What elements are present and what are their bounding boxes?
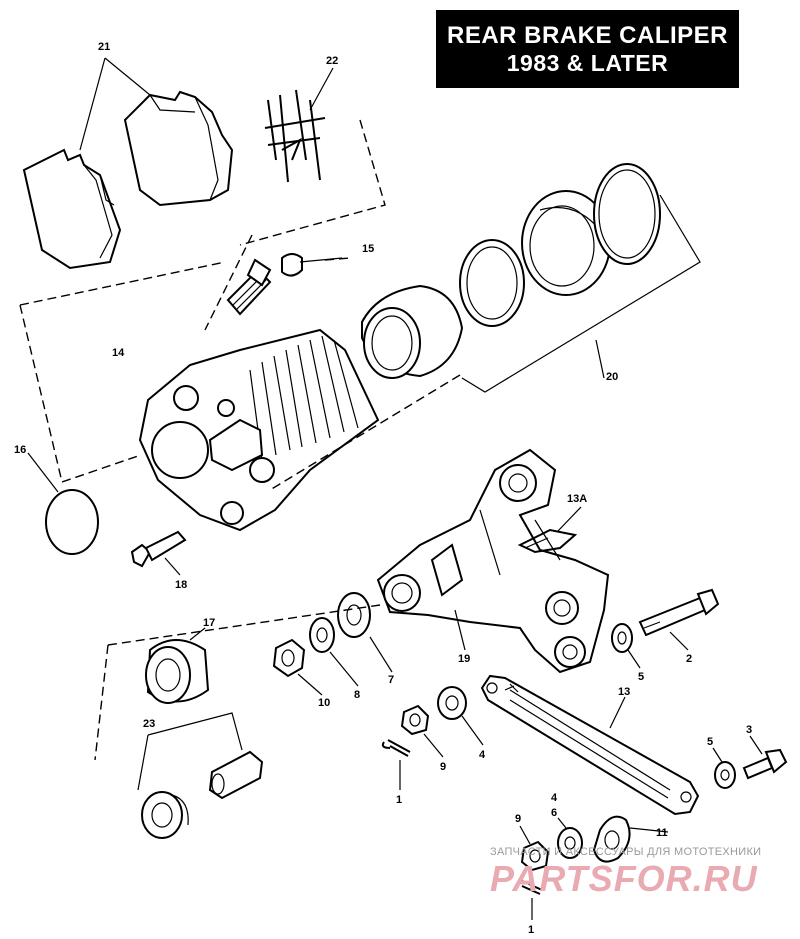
caliper-housing xyxy=(138,328,380,532)
hex-nut xyxy=(272,638,306,678)
mounting-bracket xyxy=(376,448,610,674)
callout-23: 23 xyxy=(143,718,155,730)
flat-washer-6 xyxy=(557,827,583,859)
callout-5b: 5 xyxy=(707,736,713,748)
castle-nut-9b xyxy=(520,840,550,872)
callout-2: 2 xyxy=(686,653,692,665)
callout-16: 16 xyxy=(14,444,26,456)
brake-pad-left xyxy=(22,148,122,270)
title-line-2: 1983 & LATER xyxy=(506,50,669,76)
bracket-clip xyxy=(517,528,578,554)
washer-5b xyxy=(714,761,736,789)
callout-13a: 13A xyxy=(567,493,587,505)
callout-22: 22 xyxy=(326,55,338,67)
callout-13: 13 xyxy=(618,686,630,698)
callout-1a: 1 xyxy=(396,794,402,806)
callout-20: 20 xyxy=(606,371,618,383)
callout-7: 7 xyxy=(388,674,394,686)
brake-line-fitting xyxy=(208,750,264,800)
callout-4b: 4 xyxy=(551,792,558,804)
bleeder-valve xyxy=(226,253,303,316)
callout-8: 8 xyxy=(354,689,360,701)
callout-11: 11 xyxy=(656,827,668,839)
mounting-bolt xyxy=(638,588,720,637)
washer-5a xyxy=(611,623,633,653)
piston-seal xyxy=(459,239,525,327)
flat-washer-7 xyxy=(337,592,371,638)
title-line-1: REAR BRAKE CALIPER xyxy=(446,22,728,49)
callout-4a: 4 xyxy=(479,749,486,761)
callout-17: 17 xyxy=(203,617,215,629)
pad-retainer-clip xyxy=(264,89,326,183)
callout-21: 21 xyxy=(98,41,110,53)
bushing xyxy=(145,639,210,704)
retaining-ring xyxy=(593,163,661,265)
grommet xyxy=(141,791,189,839)
piston xyxy=(361,284,464,379)
diagram-title-box: REAR BRAKE CALIPER 1983 & LATER xyxy=(436,10,739,88)
callout-5a: 5 xyxy=(638,671,644,683)
callout-9b: 9 xyxy=(515,813,521,825)
torque-arm xyxy=(480,674,700,816)
caliper-pin-bolt xyxy=(130,530,187,568)
cotter-pin-1b xyxy=(519,879,543,895)
callout-1b: 1 xyxy=(528,924,534,936)
cotter-pin-1a xyxy=(381,739,411,757)
lock-washer xyxy=(309,617,335,653)
o-ring xyxy=(45,489,99,555)
torque-arm-bolt xyxy=(742,748,788,780)
callout-3: 3 xyxy=(746,724,752,736)
brake-pad-right xyxy=(123,90,234,207)
cable-clip xyxy=(592,815,631,863)
callout-6: 6 xyxy=(551,807,557,819)
spacer-4a xyxy=(437,686,467,720)
callout-9a: 9 xyxy=(440,761,446,773)
callout-18: 18 xyxy=(175,579,187,591)
callout-10: 10 xyxy=(318,697,330,709)
callout-15: 15 xyxy=(362,243,374,255)
castle-nut-9a xyxy=(400,704,430,736)
callout-19: 19 xyxy=(458,653,470,665)
callout-14: 14 xyxy=(112,347,125,359)
